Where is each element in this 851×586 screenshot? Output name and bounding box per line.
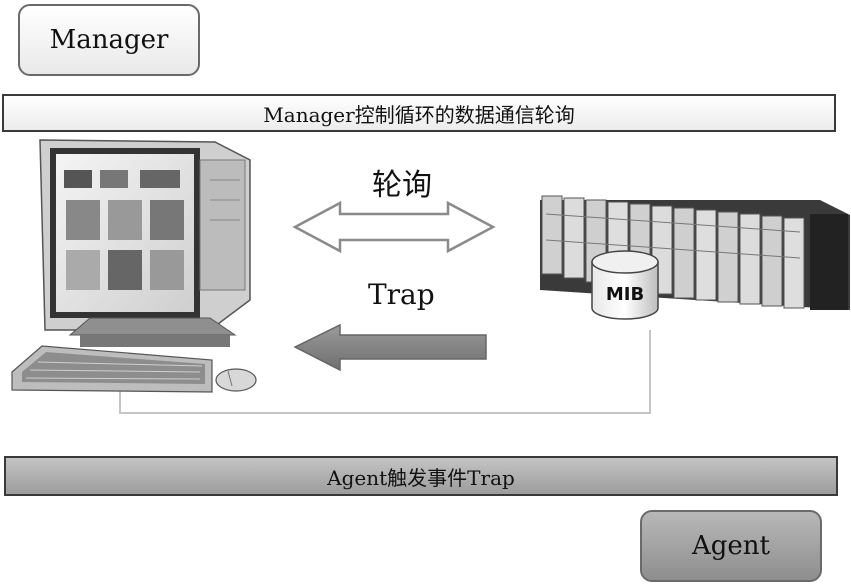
trap-banner-text: Agent触发事件Trap [327,465,515,490]
polling-banner: Manager控制循环的数据通信轮询 [2,94,836,132]
computer-icon [39,139,251,347]
poll-double-arrow [292,200,496,254]
mouse-icon [215,368,257,392]
manager-box: Manager [18,4,200,76]
manager-label: Manager [49,25,169,55]
server-rack-icon [540,195,850,310]
keyboard-icon [11,345,213,393]
mib-label: MIB [606,284,644,305]
connector-line [119,330,651,414]
poll-label: 轮询 [372,168,432,203]
trap-label: Trap [368,278,435,311]
agent-box: Agent [640,510,822,582]
trap-arrow [293,323,487,372]
database-icon [591,250,659,320]
polling-banner-text: Manager控制循环的数据通信轮询 [263,102,575,127]
trap-banner: Agent触发事件Trap [4,456,838,496]
agent-label: Agent [692,531,770,561]
